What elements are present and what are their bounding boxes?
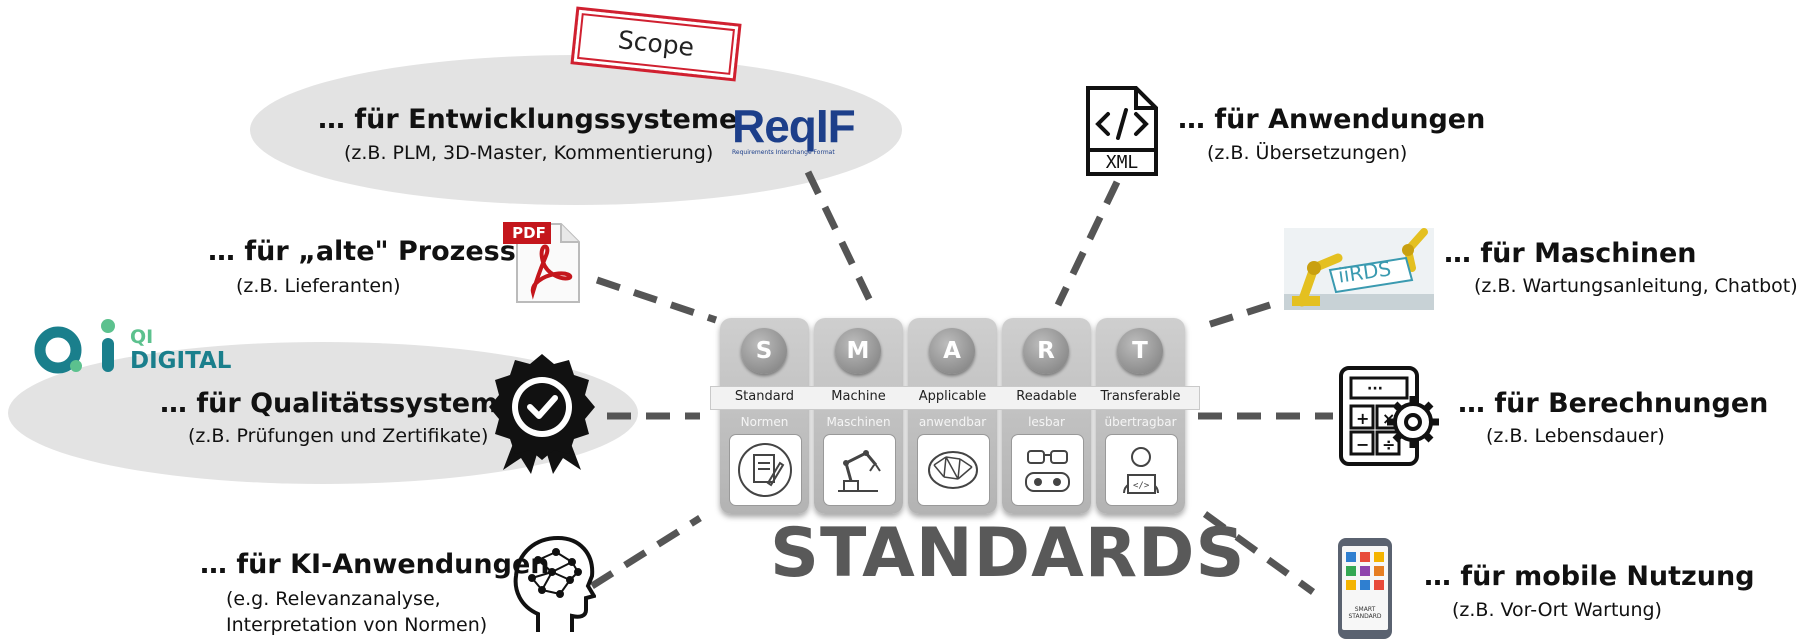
node-berechnungen-title: … für Berechnungen [1458, 388, 1769, 419]
smart-letter-r: R [1023, 328, 1069, 374]
node-berechnungen-sub: (z.B. Lebensdauer) [1486, 425, 1665, 447]
reqif-logo-tagline: Requirements Interchange Format [732, 149, 835, 156]
smart-sub-s: Normen [740, 415, 789, 429]
reqif-logo-text: ReqIF [732, 100, 856, 152]
machine-robot-arm-icon [823, 434, 896, 506]
smart-label-band [710, 386, 1200, 410]
qi-digital-mark [34, 319, 115, 374]
node-alte-sub: (z.B. Lieferanten) [236, 275, 401, 297]
qi-digital-top: QI [130, 326, 154, 348]
qi-digital-bottom: DIGITAL [130, 348, 232, 374]
pdf-icon: PDF [503, 218, 587, 304]
qi-digital-logo: QI DIGITAL [30, 308, 232, 382]
svg-text:</>: </> [1133, 481, 1150, 491]
smart-letter-m: M [835, 328, 881, 374]
smart-word-a: Applicable [918, 389, 987, 404]
svg-text:···: ··· [1367, 381, 1383, 397]
smart-letter-s: S [741, 328, 787, 374]
node-ki-sub2: Interpretation von Normen) [226, 614, 488, 636]
svg-text:÷: ÷ [1382, 435, 1395, 454]
svg-text:−: − [1356, 435, 1369, 454]
node-entwicklung-sub: (z.B. PLM, 3D-Master, Kommentierung) [344, 142, 714, 164]
node-qualitaet-sub: (z.B. Prüfungen und Zertifikate) [188, 425, 489, 447]
svg-text:+: + [1356, 409, 1369, 428]
connector-ki [590, 515, 702, 589]
smart-sub-m: Maschinen [826, 415, 891, 429]
scope-ellipse-entwicklung [250, 55, 902, 205]
connector-alte [595, 276, 718, 324]
node-qualitaet-title: … für Qualitätssysteme [160, 388, 517, 419]
phone-screen-label: SMART STANDARD [1348, 606, 1382, 620]
node-ki-sub: (e.g. Relevanzanalyse, [226, 588, 441, 610]
node-maschinen-sub: (z.B. Wartungsanleitung, Chatbot) [1474, 275, 1798, 297]
node-mobile-sub: (z.B. Vor-Ort Wartung) [1452, 599, 1662, 621]
standards-heading: STANDARDS [770, 514, 1246, 593]
certificate-badge-icon [489, 354, 595, 474]
standard-document-icon [729, 434, 802, 506]
smart-letter-a: A [929, 328, 975, 374]
xml-file-label: XML [1105, 152, 1139, 173]
connector-mobile [1202, 511, 1316, 595]
node-entwicklung-title: … für Entwicklungssysteme [318, 104, 738, 135]
calculator-gear-icon: ··· + × − ÷ [1339, 366, 1439, 466]
applicable-brain-network-icon [917, 434, 990, 506]
connector-entwicklung [804, 170, 876, 307]
smart-word-m: Machine [831, 389, 886, 404]
node-ki-title: … für KI-Anwendungen [200, 549, 550, 580]
smart-word-s: Standard [734, 389, 795, 404]
connector-anwendungen [1054, 180, 1121, 307]
node-alte-title: … für „alte" Prozesse [208, 236, 535, 267]
smart-sub-t: übertragbar [1104, 415, 1177, 429]
readable-glasses-robot-icon [1011, 434, 1084, 506]
smart-word-t: Transferable [1100, 389, 1181, 404]
reqif-logo: ReqIF Requirements Interchange Format [732, 103, 868, 159]
smart-letter-t: T [1117, 328, 1163, 374]
node-anwendungen-sub: (z.B. Übersetzungen) [1207, 142, 1408, 164]
smart-sub-a: anwendbar [918, 415, 987, 429]
smart-sub-r: lesbar [1028, 415, 1065, 429]
ai-head-icon [513, 535, 596, 632]
node-anwendungen-title: … für Anwendungen [1178, 104, 1486, 135]
iirds-robot-image: iiRDS [1284, 228, 1434, 310]
node-maschinen-title: … für Maschinen [1444, 238, 1697, 269]
xml-file-icon: XML [1084, 84, 1160, 178]
node-mobile-title: … für mobile Nutzung [1424, 561, 1755, 592]
connector-maschinen [1196, 301, 1272, 332]
smart-word-r: Readable [1016, 389, 1077, 404]
pdf-icon-label: PDF [512, 224, 546, 242]
smartphone-image: SMART STANDARD [1338, 538, 1392, 639]
transferable-developer-icon: </> [1105, 434, 1178, 506]
